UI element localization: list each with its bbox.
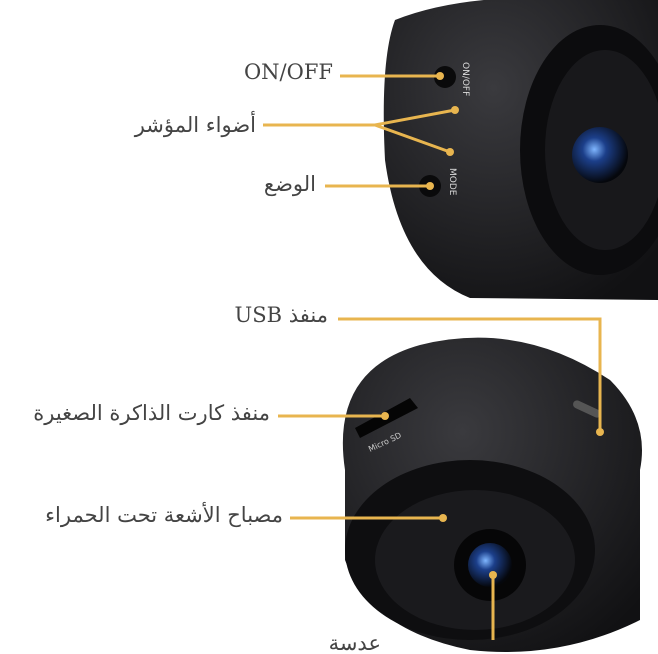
device-mode-print: MODE xyxy=(447,168,457,196)
label-on-off: ON/OFF xyxy=(243,60,333,84)
camera-front-view: Micro SD xyxy=(342,337,642,652)
lens-icon xyxy=(572,127,628,183)
device-on-off-print: ON/OFF xyxy=(460,62,470,96)
camera-side-view: ON/OFF MODE xyxy=(383,0,658,300)
label-indicator-lights: أضواء المؤشر xyxy=(134,113,256,137)
leader-dots xyxy=(381,72,604,579)
leader-lines xyxy=(263,74,602,640)
lens-front-icon xyxy=(468,543,512,587)
label-micro-sd-slot: منفذ كارت الذاكرة الصغيرة xyxy=(33,401,270,425)
label-mode: الوضع xyxy=(263,172,316,196)
label-ir-lamp: مصباح الأشعة تحت الحمراء xyxy=(45,503,283,527)
usb-port-icon xyxy=(573,400,601,418)
on-off-button-icon xyxy=(434,66,456,88)
label-lens: عدسة xyxy=(328,631,381,654)
label-usb-port: منفذ USB xyxy=(234,303,328,327)
